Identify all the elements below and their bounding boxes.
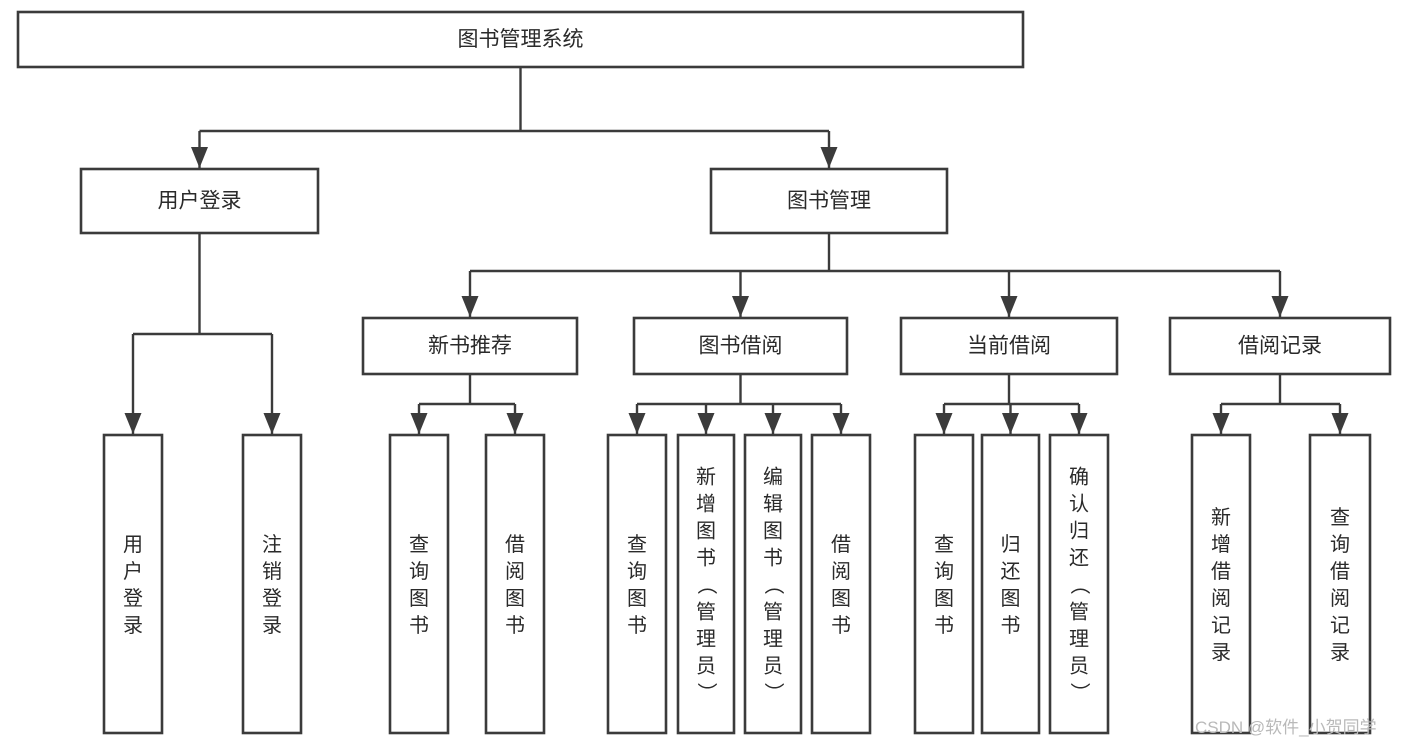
node-book-borrow[interactable]: 图书借阅: [632, 316, 849, 376]
node-box-record-query: [1308, 433, 1372, 735]
book-borrow-arrow-3: [832, 413, 850, 434]
node-label-current-query-book: 查询图书: [934, 533, 954, 637]
node-current-borrow[interactable]: 当前借阅: [899, 316, 1119, 376]
node-box-root: [16, 10, 1025, 69]
node-recommend-query-book[interactable]: 查询图书: [388, 433, 450, 735]
node-label-borrow-edit-book: 编辑图书（管理员）: [763, 466, 784, 705]
root-arrow-1: [820, 147, 838, 168]
book-borrow-arrow-1: [697, 413, 715, 434]
borrow-record-arrow-0: [1212, 413, 1230, 434]
node-label-borrow-add-book: 新增图书（管理员）: [696, 466, 717, 705]
book-borrow-arrow-2: [764, 413, 782, 434]
node-box-borrow-add-book: [676, 433, 736, 735]
node-current-query-book[interactable]: 查询图书: [913, 433, 975, 735]
node-label-user-login-do: 用户登录: [123, 534, 143, 637]
node-box-current-return-book: [980, 433, 1041, 735]
node-label-borrow-query-book: 查询图书: [627, 533, 647, 637]
current-borrow-arrow-1: [1002, 413, 1019, 434]
book-mgmt-arrow-2: [1000, 296, 1018, 317]
node-book-management[interactable]: 图书管理: [709, 167, 949, 235]
node-label-borrow-borrow-book: 借阅图书: [831, 533, 851, 637]
node-box-recommend-query-book: [388, 433, 450, 735]
new-book-recommend-arrow-1: [506, 413, 524, 434]
book-mgmt-arrow-0: [461, 296, 479, 317]
node-borrow-borrow-book[interactable]: 借阅图书: [810, 433, 872, 735]
node-box-user-logout: [241, 433, 303, 735]
node-borrow-record[interactable]: 借阅记录: [1168, 316, 1392, 376]
connector-lines-group: [124, 67, 1349, 434]
node-user-logout[interactable]: 注销登录: [241, 433, 303, 735]
node-box-user-login: [79, 167, 320, 235]
node-label-root: 图书管理系统: [458, 28, 584, 51]
node-record-add[interactable]: 新增借阅记录: [1190, 433, 1252, 735]
node-boxes-group: 图书管理系统用户登录图书管理用户登录注销登录新书推荐图书借阅当前借阅借阅记录查询…: [16, 10, 1392, 735]
node-label-record-add: 新增借阅记录: [1211, 506, 1231, 664]
book-mgmt-arrow-3: [1271, 296, 1289, 317]
node-label-recommend-borrow-book: 借阅图书: [505, 533, 525, 637]
node-box-current-confirm-return: [1048, 433, 1110, 735]
node-box-record-add: [1190, 433, 1252, 735]
user-login-arrow-1: [263, 413, 281, 434]
node-label-record-query: 查询借阅记录: [1330, 506, 1350, 664]
node-current-return-book[interactable]: 归还图书: [980, 433, 1041, 735]
node-root[interactable]: 图书管理系统: [16, 10, 1025, 69]
node-label-recommend-query-book: 查询图书: [409, 533, 429, 637]
current-borrow-arrow-2: [1070, 413, 1088, 434]
root-arrow-0: [191, 147, 208, 168]
node-box-user-login-do: [102, 433, 164, 735]
node-box-new-book-recommend: [361, 316, 579, 376]
node-label-current-return-book: 归还图书: [1001, 533, 1021, 637]
node-box-borrow-record: [1168, 316, 1392, 376]
node-box-book-borrow: [632, 316, 849, 376]
node-box-borrow-query-book: [606, 433, 668, 735]
node-label-borrow-record: 借阅记录: [1238, 335, 1322, 358]
node-box-borrow-borrow-book: [810, 433, 872, 735]
node-borrow-query-book[interactable]: 查询图书: [606, 433, 668, 735]
node-label-book-borrow: 图书借阅: [699, 335, 783, 358]
node-box-book-management: [709, 167, 949, 235]
node-box-current-borrow: [899, 316, 1119, 376]
node-label-user-logout: 注销登录: [262, 533, 282, 637]
node-label-current-confirm-return: 确认归还（管理员）: [1069, 466, 1090, 705]
csdn-watermark: CSDN @软件_小贺同学: [1195, 718, 1377, 737]
borrow-record-arrow-1: [1331, 413, 1349, 434]
node-user-login[interactable]: 用户登录: [79, 167, 320, 235]
node-label-new-book-recommend: 新书推荐: [428, 335, 512, 358]
node-borrow-edit-book[interactable]: 编辑图书（管理员）: [743, 433, 803, 735]
current-borrow-arrow-0: [935, 413, 953, 434]
node-new-book-recommend[interactable]: 新书推荐: [361, 316, 579, 376]
node-label-book-management: 图书管理: [787, 190, 871, 213]
node-record-query[interactable]: 查询借阅记录: [1308, 433, 1372, 735]
node-box-borrow-edit-book: [743, 433, 803, 735]
node-user-login-do[interactable]: 用户登录: [102, 433, 164, 735]
node-label-current-borrow: 当前借阅: [967, 335, 1051, 358]
node-label-user-login: 用户登录: [158, 190, 242, 213]
node-box-recommend-borrow-book: [484, 433, 546, 735]
node-recommend-borrow-book[interactable]: 借阅图书: [484, 433, 546, 735]
node-box-current-query-book: [913, 433, 975, 735]
book-borrow-arrow-0: [628, 413, 646, 434]
new-book-recommend-arrow-0: [410, 413, 428, 434]
node-current-confirm-return[interactable]: 确认归还（管理员）: [1048, 433, 1110, 735]
book-mgmt-arrow-1: [732, 296, 749, 317]
user-login-arrow-0: [124, 413, 142, 434]
node-borrow-add-book[interactable]: 新增图书（管理员）: [676, 433, 736, 735]
